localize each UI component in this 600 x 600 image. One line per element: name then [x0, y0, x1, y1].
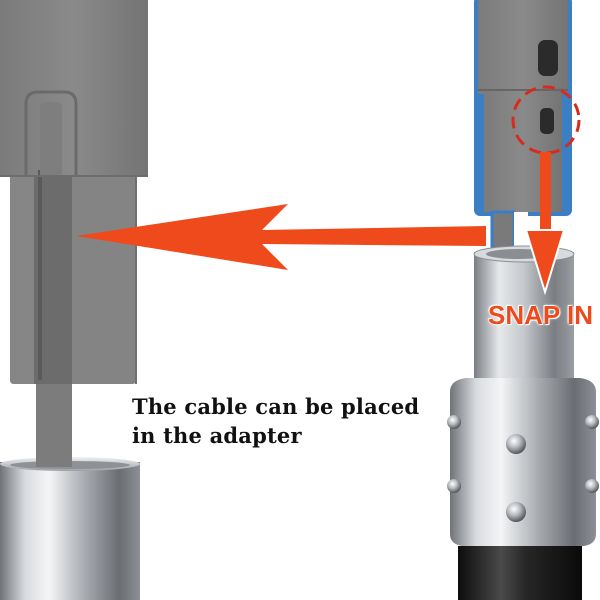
caption-line-2: in the adapter: [132, 423, 302, 448]
bolt-icon: [506, 502, 526, 522]
snap-in-label: SNAP IN: [488, 300, 593, 330]
bolt-icon: [506, 434, 526, 454]
snap-button: [540, 108, 554, 134]
adapter-closeup: [0, 0, 148, 600]
clamp-block: [450, 378, 596, 546]
adapter-finger-left: [10, 176, 34, 384]
left-arrow-icon: [76, 204, 486, 270]
adapter-finger-right: [72, 176, 136, 384]
bolt-icon: [447, 479, 461, 493]
bolt-icon: [447, 415, 461, 429]
dashed-highlight-circle: [511, 85, 581, 155]
metal-sleeve: [474, 252, 574, 382]
down-arrow-icon: [524, 229, 566, 296]
metal-tube-left: [0, 462, 140, 600]
bolt-icon: [585, 479, 599, 493]
caption: The cable can be placed in the adapter: [132, 392, 452, 450]
caption-line-1: The cable can be placed: [132, 394, 420, 419]
slot-outline: [24, 90, 78, 176]
button-icon: [538, 40, 558, 76]
adapter-upper-body: [0, 0, 148, 176]
down-arrow-shaft: [540, 152, 551, 236]
bolt-icon: [585, 415, 599, 429]
pole-assembly: [447, 0, 599, 600]
foam-grip: [458, 546, 582, 600]
